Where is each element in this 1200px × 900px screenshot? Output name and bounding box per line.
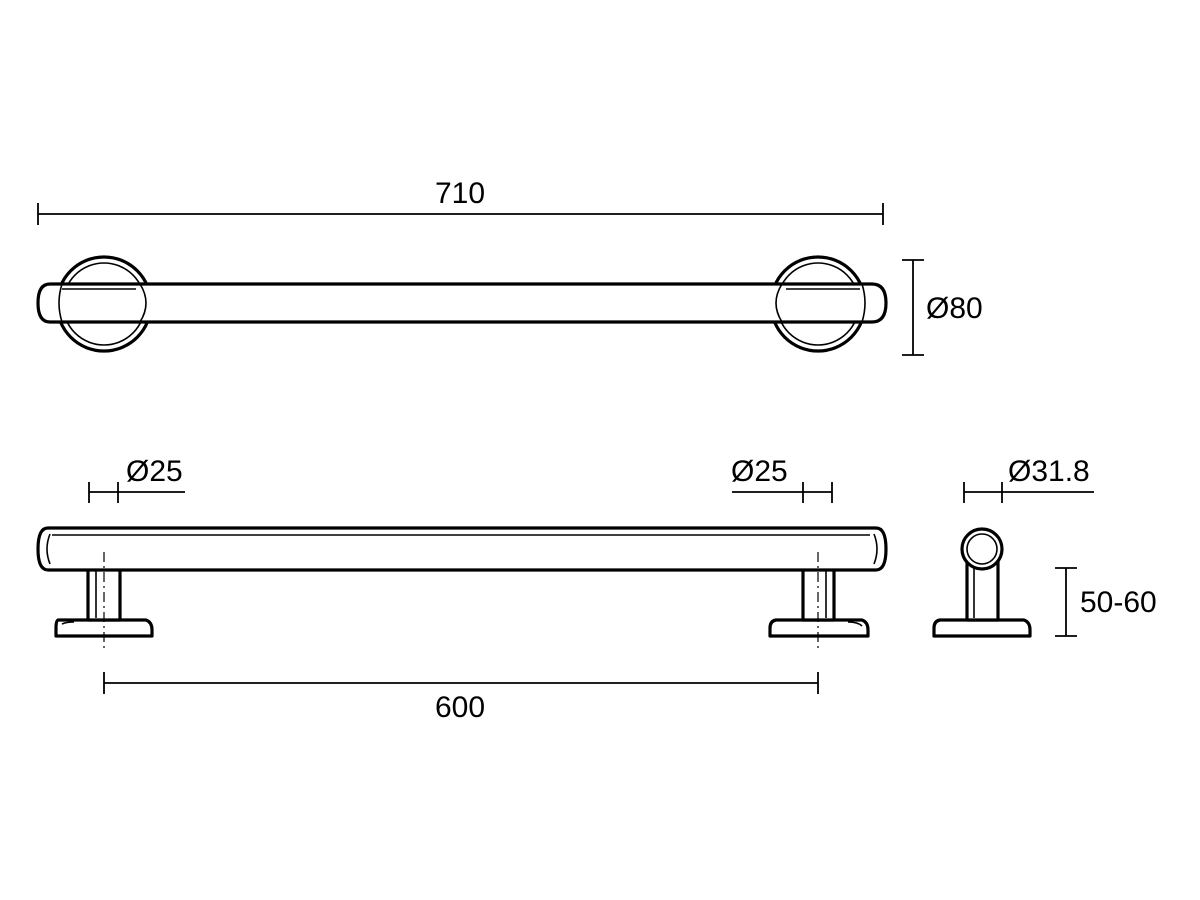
side-projection-label: 50-60: [1080, 586, 1157, 619]
front-right-post-diameter-label: Ø25: [731, 455, 788, 488]
top-flange-diameter-dimension: Ø80: [902, 259, 983, 356]
front-left-post-diameter-dimension: Ø25: [88, 455, 185, 503]
top-view: 710 Ø80: [36, 177, 983, 356]
side-projection-dimension: 50-60: [1055, 567, 1157, 637]
front-center-distance-dimension: 600: [103, 672, 819, 724]
front-center-distance-label: 600: [435, 691, 485, 724]
front-view: Ø25 Ø25: [36, 455, 888, 724]
top-length-label: 710: [435, 177, 485, 210]
front-right-post-diameter-dimension: Ø25: [731, 455, 833, 503]
side-base: [932, 618, 1032, 638]
side-view: Ø31.8 50-60: [932, 455, 1157, 638]
side-tube-diameter-dimension: Ø31.8: [963, 455, 1094, 503]
front-left-post-diameter-label: Ø25: [126, 455, 183, 488]
top-length-dimension: 710: [37, 177, 884, 225]
front-bar: [36, 526, 888, 572]
top-flange-diameter-label: Ø80: [926, 292, 983, 325]
side-tube-section: [960, 527, 1004, 571]
top-bar: [36, 282, 888, 324]
side-tube-diameter-label: Ø31.8: [1008, 455, 1090, 488]
front-right-base: [768, 618, 870, 638]
